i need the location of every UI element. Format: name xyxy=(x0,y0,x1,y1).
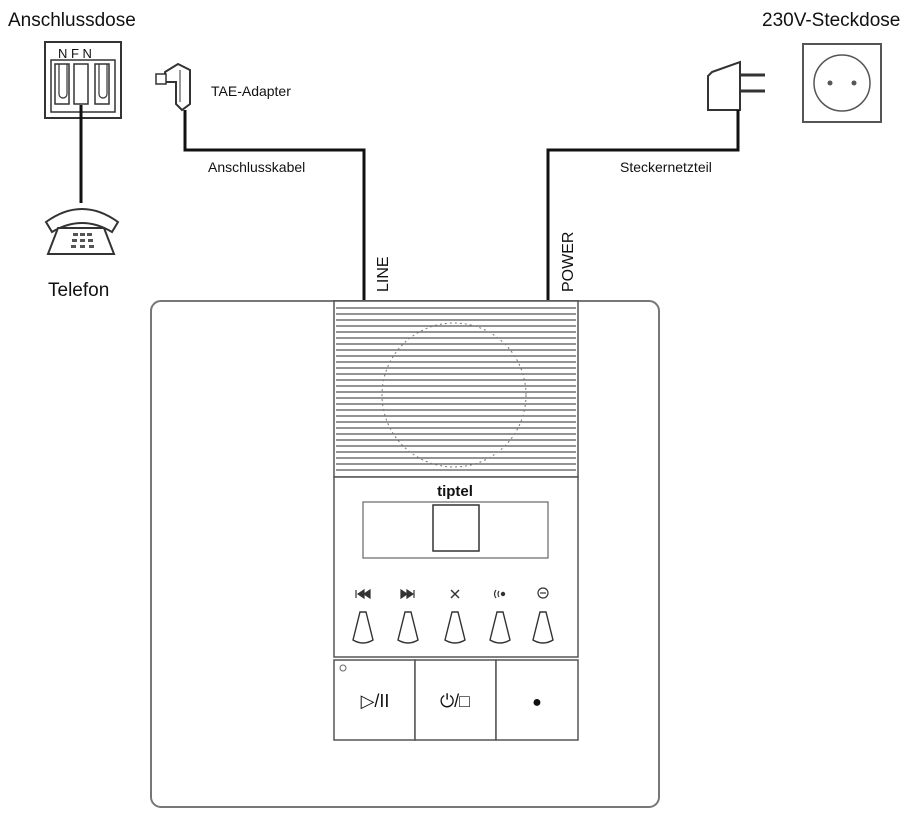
power-port-label: POWER xyxy=(560,232,577,292)
line-cable xyxy=(183,110,366,300)
tae-adapter-label: TAE-Adapter xyxy=(211,83,291,99)
power-stop-label: ⏻/□ xyxy=(440,691,470,711)
speaker-grille xyxy=(333,300,579,478)
record-button[interactable]: ● xyxy=(495,659,579,741)
skip-forward-icon xyxy=(400,588,415,600)
announcement-key[interactable] xyxy=(489,611,511,644)
tae-adapter-icon xyxy=(155,62,191,112)
tae-wall-jack: N F N xyxy=(44,41,122,119)
delete-key[interactable] xyxy=(444,611,466,644)
wall-jack-label: Anschlussdose xyxy=(8,10,136,31)
delete-icon xyxy=(450,589,460,599)
display-screen xyxy=(432,504,480,552)
power-supply-label: Steckernetzteil xyxy=(620,159,712,175)
timer-icon xyxy=(537,587,549,599)
power-supply-icon xyxy=(707,60,765,111)
skip-back-icon xyxy=(355,588,371,600)
telephone-label: Telefon xyxy=(48,280,109,301)
jack-letters: N F N xyxy=(58,46,92,61)
skip-back-key[interactable] xyxy=(352,611,374,644)
telephone-icon xyxy=(44,208,120,255)
power-cable xyxy=(546,110,740,300)
status-led xyxy=(339,664,347,672)
brand-logo: tiptel xyxy=(437,483,473,500)
skip-forward-key[interactable] xyxy=(397,611,419,644)
line-port-label: LINE xyxy=(375,256,392,292)
connection-cable-label: Anschlusskabel xyxy=(208,159,305,175)
record-label: ● xyxy=(532,694,542,711)
announcement-icon xyxy=(493,589,506,599)
power-outlet-icon xyxy=(802,43,882,123)
power-stop-button[interactable]: ⏻/□ xyxy=(414,659,497,741)
play-pause-label: ▷/II xyxy=(361,691,390,711)
play-pause-button[interactable]: ▷/II xyxy=(333,659,416,741)
timer-key[interactable] xyxy=(532,611,554,644)
outlet-label: 230V-Steckdose xyxy=(762,10,900,31)
